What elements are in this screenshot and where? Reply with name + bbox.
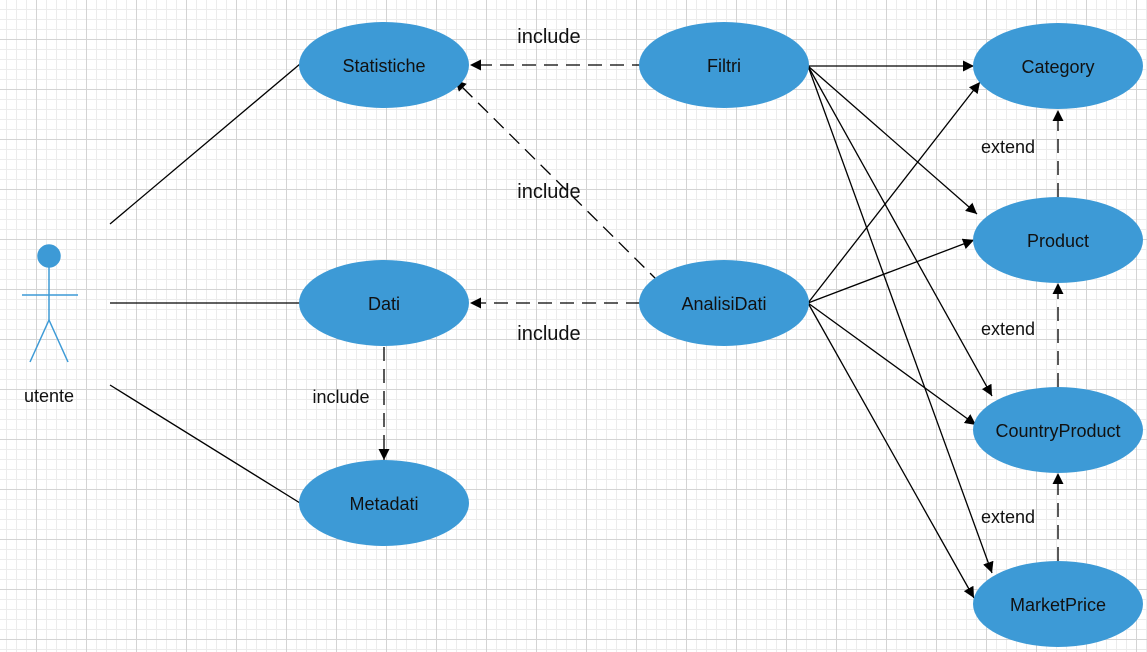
label-include-analisi-statistiche: include [517,181,580,203]
use-case-label: Metadati [349,494,418,514]
label-extend-marketprice-countryproduct: extend [981,507,1035,527]
use-case-product[interactable]: Product [973,197,1143,283]
arrow-analisi-countryproduct [807,302,977,426]
association-statistiche [109,63,301,225]
use-case-label: CountryProduct [995,421,1120,441]
filtri-arrows [807,60,994,574]
use-case-label: Category [1021,57,1094,77]
label-include-analisi-dati: include [517,323,580,345]
use-case-label: Product [1027,231,1089,251]
arrow-filtri-product [807,65,978,215]
label-include-filtri-statistiche: include [517,26,580,48]
use-case-market-price[interactable]: MarketPrice [973,561,1143,647]
arrow-analisi-product [807,238,975,304]
relation-labels: include include include include extend e… [312,26,1035,527]
include-analisi-statistiche [454,79,661,284]
use-case-metadati[interactable]: Metadati [299,460,469,546]
label-extend-product-category: extend [981,137,1035,157]
actor-utente[interactable]: utente [22,244,78,406]
arrow-filtri-marketprice [807,65,994,574]
use-case-dati[interactable]: Dati [299,260,469,346]
use-case-analisi-dati[interactable]: AnalisiDati [639,260,809,346]
label-extend-countryproduct-product: extend [981,319,1035,339]
use-case-label: Filtri [707,56,741,76]
arrow-analisi-marketprice [807,302,975,599]
label-include-dati-metadati: include [312,387,369,407]
include-relations [378,59,661,460]
use-case-label: MarketPrice [1010,595,1106,615]
use-case-statistiche[interactable]: Statistiche [299,22,469,108]
use-case-filtri[interactable]: Filtri [639,22,809,108]
actor-label: utente [24,386,74,406]
use-case-label: AnalisiDati [681,294,766,314]
use-cases: Statistiche Dati Metadati Filtri Analisi… [299,22,1143,647]
use-case-label: Statistiche [342,56,425,76]
association-metadati [109,384,301,504]
use-case-country-product[interactable]: CountryProduct [973,387,1143,473]
analisi-arrows [807,81,981,599]
stick-figure-icon [22,244,78,363]
use-case-category[interactable]: Category [973,23,1143,109]
actor-associations [109,63,301,504]
arrow-analisi-category [807,81,981,304]
arrow-filtri-countryproduct [807,65,993,397]
use-case-label: Dati [368,294,400,314]
